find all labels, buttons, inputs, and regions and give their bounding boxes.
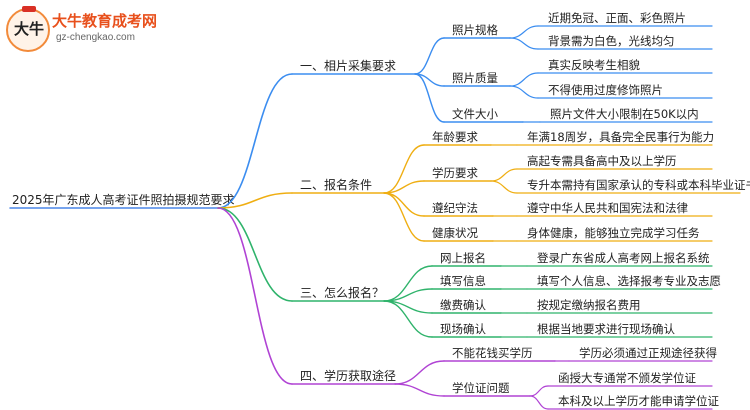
leaf-label: 遵守中华人民共和国宪法和法律 [527,201,688,215]
branch-label: 三、怎么报名？ [300,285,384,300]
leaf-label: 照片文件大小限制在50K以内 [550,107,699,121]
subtopic-label: 现场确认 [440,322,486,336]
subtopic-label: 照片质量 [452,71,498,85]
branch-connector [217,73,293,209]
bull-logo-icon: 大牛 [6,6,50,52]
logo-title: 大牛教育成考网 [52,12,158,30]
subtopic-label: 健康状况 [432,226,478,240]
subtopic-label: 照片规格 [452,23,498,37]
leaf-label: 函授大专通常不颁发学位证 [558,371,696,385]
leaf-label: 真实反映考生相貌 [548,58,640,72]
leaf-label: 不得使用过度修饰照片 [548,83,663,97]
leaf-connector [509,72,539,87]
subtopic-connector [383,300,433,338]
subtopic-connector [394,383,445,397]
leaf-connector [490,180,518,194]
subtopic-label: 不能花钱买学历 [452,346,533,360]
root-node-label: 2025年广东成人高考证件照拍摄规范要求 [12,192,235,207]
subtopic-connector [383,180,425,194]
subtopic-label: 学历要求 [432,166,478,180]
subtopic-connector [383,144,425,194]
subtopic-label: 遵纪守法 [432,201,478,215]
leaf-connector [509,37,539,50]
leaf-label: 近期免冠、正面、彩色照片 [548,11,686,25]
subtopic-label: 年龄要求 [432,130,478,144]
branch-label: 一、相片采集要求 [300,58,396,73]
subtopic-label: 学位证问题 [452,381,510,395]
branch-connector [217,207,293,385]
branch-label: 四、学历获取途径 [300,368,396,383]
leaf-label: 学历必须通过正规途径获得 [579,346,717,360]
leaf-connector [509,25,539,39]
leaf-label: 填写个人信息、选择报考专业及志愿 [537,274,721,288]
logo-url: gz-chengkao.com [56,32,135,43]
subtopic-label: 文件大小 [452,107,498,121]
branch-connector [217,192,293,209]
leaf-label: 本科及以上学历才能申请学位证 [558,394,719,408]
leaf-label: 高起专需具备高中及以上学历 [527,154,677,168]
leaf-label: 根据当地要求进行现场确认 [537,322,675,336]
leaf-connector [529,395,549,410]
site-logo: 大牛 大牛教育成考网 gz-chengkao.com [6,6,166,52]
subtopic-connector [394,360,445,385]
subtopic-connector [383,192,425,242]
leaf-label: 专升本需持有国家承认的专科或本科毕业证书 [527,178,750,192]
leaf-connector [490,168,518,182]
leaf-label: 按规定缴纳报名费用 [537,298,641,312]
leaf-connector [509,85,539,99]
leaf-label: 身体健康，能够独立完成学习任务 [527,226,700,240]
subtopic-label: 网上报名 [440,251,486,265]
leaf-label: 背景需为白色，光线均匀 [548,34,675,48]
subtopic-label: 缴费确认 [440,298,486,312]
subtopic-label: 填写信息 [440,274,486,288]
subtopic-connector [414,73,445,123]
branch-connector [217,207,293,302]
subtopic-connector [383,192,425,217]
leaf-connector [529,385,549,397]
branch-label: 二、报名条件 [300,177,372,192]
subtopic-connector [414,37,445,75]
leaf-label: 登录广东省成人高考网上报名系统 [537,251,710,265]
leaf-label: 年满18周岁，具备完全民事行为能力 [527,130,714,144]
